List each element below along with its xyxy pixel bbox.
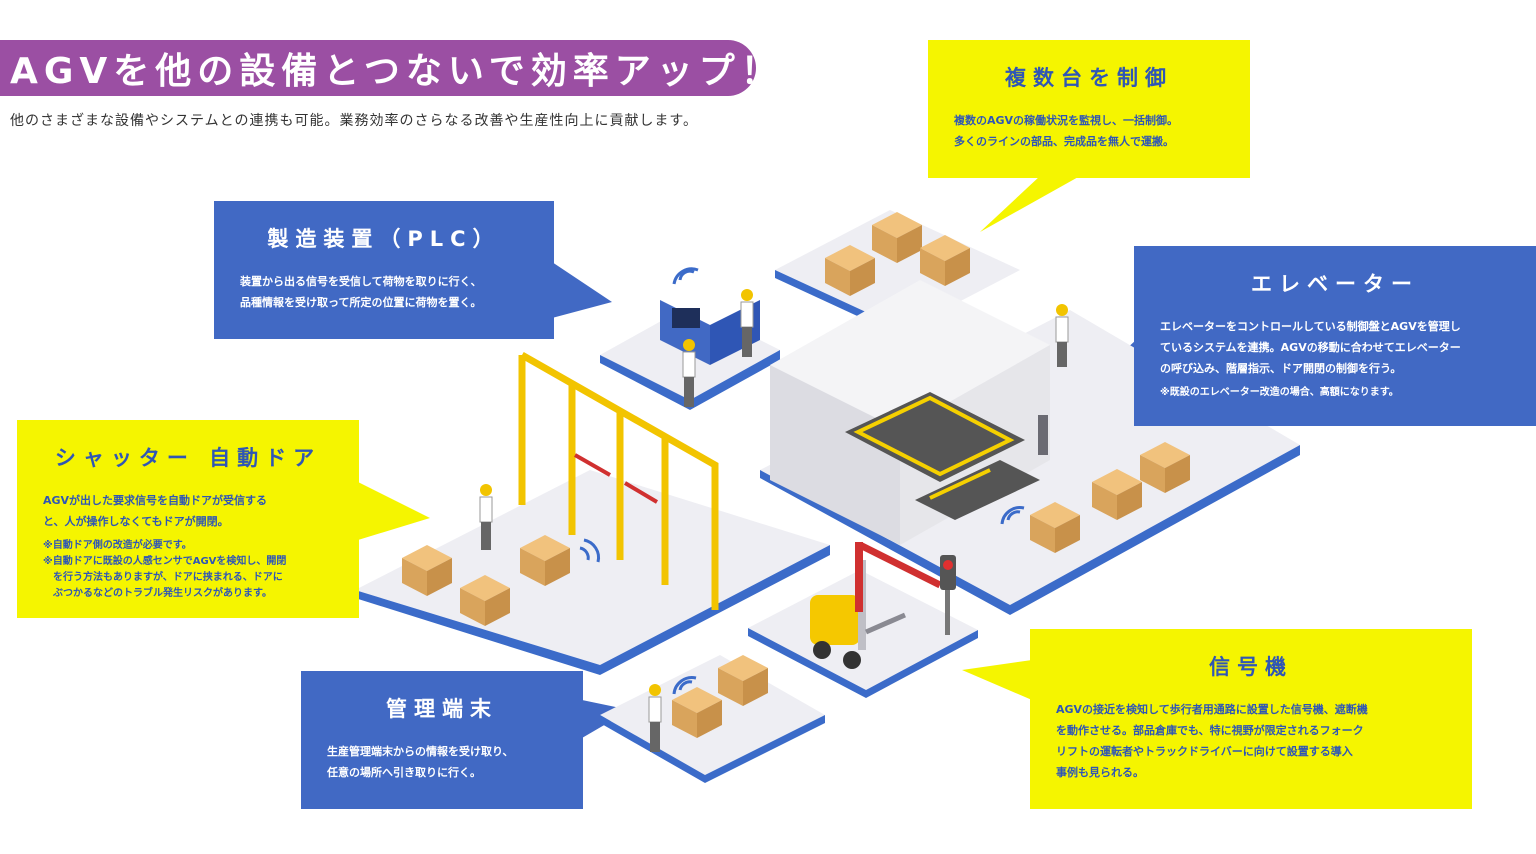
cargo-9 <box>1140 442 1190 493</box>
cargo-agv-group <box>402 212 1190 738</box>
workers <box>479 289 1069 752</box>
callout-terminal: 管理端末 生産管理端末からの情報を受け取り、 任意の場所へ引き取りに行く。 <box>301 671 583 809</box>
worker-4 <box>1055 304 1069 367</box>
callout-signal-line-2: を動作させる。部品倉庫でも、特に視野が限定されるフォーク <box>1056 724 1364 737</box>
callout-elevator-line-2: ているシステムを連携。AGVの移動に合わせてエレベーター <box>1160 341 1461 354</box>
cargo-4 <box>402 545 452 596</box>
callout-terminal-line-2: 任意の場所へ引き取りに行く。 <box>327 766 481 779</box>
elevator-building <box>770 280 1050 545</box>
callout-signal-title: 信号機 <box>1209 655 1293 679</box>
callout-multi-line-2: 多くのラインの部品、完成品を無人で運搬。 <box>954 135 1174 148</box>
callout-multi-control: 複数台を制御 複数のAGVの稼働状況を監視し、一括制御。 多くのラインの部品、完… <box>928 40 1250 178</box>
automatic-door <box>518 351 719 610</box>
page-title: AGVを他の設備とつないで効率アップ！ <box>10 51 783 92</box>
door-handle-right <box>623 481 659 504</box>
cargo-10 <box>672 687 722 738</box>
traffic-signal <box>940 555 956 635</box>
callout-shutter-note-3: を行う方法もありますが、ドアに挟まれる、ドアに <box>43 572 283 583</box>
callout-terminal-line-1: 生産管理端末からの情報を受け取り、 <box>327 745 514 758</box>
cargo-7 <box>1030 502 1080 553</box>
pointer-shutter <box>358 482 430 540</box>
page-subtitle: 他のさまざまな設備やシステムとの連携も可能。業務効率のさらなる改善や生産性向上に… <box>10 113 699 129</box>
cargo-6 <box>520 535 570 586</box>
cargo-5 <box>460 575 510 626</box>
callout-shutter-line-2: と、人が操作しなくてもドアが開閉。 <box>43 515 229 528</box>
pointer-multi <box>980 176 1080 232</box>
callout-elevator: エレベーター エレベーターをコントロールしている制御盤とAGVを管理し ているシ… <box>1134 246 1536 426</box>
pointer-signal <box>962 660 1032 700</box>
callout-signal-line-1: AGVの接近を検知して歩行者用通路に設置した信号機、遮断機 <box>1056 703 1368 716</box>
callout-plc-line-1: 装置から出る信号を受信して荷物を取りに行く、 <box>240 275 482 288</box>
callout-elevator-line-1: エレベーターをコントロールしている制御盤とAGVを管理し <box>1160 320 1461 333</box>
callout-shutter-note-1: ※自動ドア側の改造が必要です。 <box>43 540 192 551</box>
crossing-gate <box>855 541 942 612</box>
callout-shutter-note-2: ※自動ドアに既設の人感センサでAGVを検知し、開閉 <box>43 556 287 567</box>
plc-machine <box>660 275 760 365</box>
wifi-icon-elevator <box>1000 506 1025 525</box>
callout-plc: 製造装置（PLC） 装置から出る信号を受信して荷物を取りに行く、 品種情報を受け… <box>214 201 554 339</box>
wifi-icon-door <box>579 538 600 563</box>
worker-3 <box>479 484 493 550</box>
cargo-8 <box>1092 469 1142 520</box>
callout-multi-line-1: 複数のAGVの稼働状況を監視し、一括制御。 <box>954 114 1179 127</box>
cargo-1 <box>825 245 875 296</box>
cargo-2 <box>872 212 922 263</box>
callout-elevator-line-3: の呼び込み、階層指示、ドア開閉の制御を行う。 <box>1160 362 1402 375</box>
callout-signal-line-3: リフトの運転者やトラックドライバーに向けて設置する導入 <box>1056 745 1353 758</box>
callout-signal: 信号機 AGVの接近を検知して歩行者用通路に設置した信号機、遮断機 を動作させる… <box>1030 629 1472 809</box>
callout-multi-title: 複数台を制御 <box>1005 66 1173 90</box>
cargo-11 <box>718 655 768 706</box>
worker-5 <box>648 684 662 752</box>
callout-shutter-line-1: AGVが出した要求信号を自動ドアが受信する <box>43 494 268 507</box>
callout-shutter-title: シャッター 自動ドア <box>54 446 322 470</box>
callout-elevator-title: エレベーター <box>1251 272 1419 296</box>
worker-1 <box>682 339 696 407</box>
pointer-plc <box>552 262 612 318</box>
cargo-3 <box>920 235 970 286</box>
worker-2 <box>740 289 754 357</box>
callout-shutter-door: シャッター 自動ドア AGVが出した要求信号を自動ドアが受信する と、人が操作し… <box>17 420 359 618</box>
callout-shutter-note-4: ぶつかるなどのトラブル発生リスクがあります。 <box>43 588 272 599</box>
wifi-icon-terminal <box>672 676 697 695</box>
callout-plc-title: 製造装置（PLC） <box>267 227 501 251</box>
wifi-icon-plc <box>672 267 699 285</box>
callout-terminal-title: 管理端末 <box>386 697 498 721</box>
callout-signal-line-4: 事例も見られる。 <box>1056 766 1144 779</box>
header-banner: AGVを他の設備とつないで効率アップ！ <box>0 40 777 96</box>
callout-elevator-note: ※既設のエレベーター改造の場合、高額になります。 <box>1160 387 1399 398</box>
callout-plc-line-2: 品種情報を受け取って所定の位置に荷物を置く。 <box>240 296 482 309</box>
door-handle-left <box>574 453 611 477</box>
